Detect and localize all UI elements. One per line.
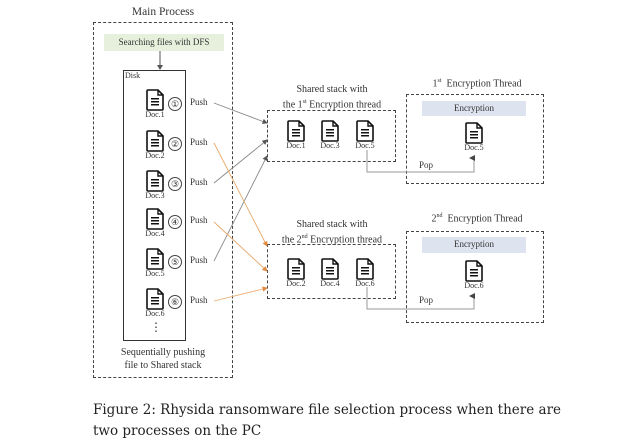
- push-label: Push: [190, 255, 208, 265]
- doc-label: Doc.1: [286, 141, 306, 150]
- disk-doc-1: Doc.1: [145, 89, 165, 119]
- main-process-title: Main Process: [131, 6, 195, 18]
- pop-arrow-thread2: [366, 287, 475, 310]
- doc-label: Doc.5: [145, 269, 165, 278]
- step-number: ①: [168, 97, 182, 111]
- thread2-pop-label: Pop: [419, 295, 434, 305]
- disk-doc-4: Doc.4: [145, 208, 165, 238]
- stack2-title: Shared stack with the 2nd Encryption thr…: [262, 218, 402, 246]
- disk-doc-3: Doc.3: [145, 170, 165, 200]
- stack2-doc: Doc.6: [355, 258, 375, 288]
- stack2-doc: Doc.2: [286, 258, 306, 288]
- search-to-disk-arrow: [157, 51, 163, 70]
- disk-doc-6: Doc.6: [145, 288, 165, 318]
- stack2-title-line2: the 2nd Encryption thread: [281, 234, 383, 246]
- encryption-thread-2: [406, 231, 544, 323]
- stack1-doc: Doc.1: [286, 120, 306, 150]
- disk-box: [123, 70, 186, 341]
- doc-label: Doc.2: [286, 279, 306, 288]
- figure-caption: Figure 2: Rhysida ransomware file select…: [93, 400, 563, 442]
- push-label: Push: [190, 137, 208, 147]
- search-dfs-box: Searching files with DFS: [104, 34, 224, 51]
- push-arrow-doc1: [213, 102, 268, 124]
- doc-label: Doc.3: [145, 191, 165, 200]
- push-arrow-doc4: [213, 221, 268, 272]
- stack1-title-line1: Shared stack with: [296, 84, 368, 95]
- push-label: Push: [190, 97, 208, 107]
- stack2-doc: Doc.4: [320, 258, 340, 288]
- footer-line-1: Sequentially pushing: [120, 347, 206, 358]
- thread1-encryption-bar: Encryption: [422, 101, 526, 116]
- disk-doc-2: Doc.2: [145, 130, 165, 160]
- main-process-footer: Sequentially pushing file to Shared stac…: [93, 346, 233, 372]
- doc-label: Doc.3: [320, 141, 340, 150]
- step-number: ⑥: [168, 295, 182, 309]
- push-arrow-doc2: [213, 142, 268, 247]
- doc-label: Doc.2: [145, 151, 165, 160]
- pop-arrow-thread1: [366, 150, 475, 173]
- stack1-doc: Doc.3: [320, 120, 340, 150]
- doc-label: Doc.4: [145, 229, 165, 238]
- disk-label: Disk: [125, 71, 141, 80]
- step-number: ②: [168, 137, 182, 151]
- push-label: Push: [190, 215, 208, 225]
- main-process-box: [93, 22, 233, 378]
- doc-label: Doc.6: [464, 281, 484, 290]
- thread2-doc: Doc.6: [464, 260, 484, 290]
- step-number: ④: [168, 215, 182, 229]
- caption-line-2: two processes on the PC: [93, 423, 262, 439]
- doc-label: Doc.1: [145, 110, 165, 119]
- thread1-pop-label: Pop: [419, 160, 434, 170]
- footer-line-2: file to Shared stack: [124, 360, 202, 371]
- encryption-thread-1: [406, 94, 544, 184]
- thread1-title: 1st Encryption Thread: [432, 78, 522, 90]
- push-label: Push: [190, 295, 208, 305]
- step-number: ⑤: [168, 255, 182, 269]
- push-arrow-doc5: [213, 155, 268, 262]
- thread2-encryption-bar: Encryption: [422, 237, 526, 253]
- doc-label: Doc.6: [355, 279, 375, 288]
- stack1-doc: Doc.5: [355, 120, 375, 150]
- doc-label: Doc.6: [145, 309, 165, 318]
- push-label: Push: [190, 177, 208, 187]
- disk-doc-5: Doc.5: [145, 248, 165, 278]
- doc-label: Doc.4: [320, 279, 340, 288]
- more-ellipsis: ⋮: [150, 320, 162, 334]
- doc-label: Doc.5: [464, 143, 484, 152]
- shared-stack-1: [267, 110, 396, 162]
- thread2-title: 2nd Encryption Thread: [431, 213, 523, 225]
- caption-line-1: Figure 2: Rhysida ransomware file select…: [93, 402, 562, 418]
- thread1-doc: Doc.5: [464, 122, 484, 152]
- stack1-title-line2: the 1st Encryption thread: [282, 99, 382, 111]
- push-arrow-doc6: [213, 286, 268, 302]
- stack1-title: Shared stack with the 1st Encryption thr…: [262, 83, 402, 111]
- doc-label: Doc.5: [355, 141, 375, 150]
- step-number: ③: [168, 177, 182, 191]
- stack2-title-line1: Shared stack with: [296, 219, 368, 230]
- push-arrow-doc3: [213, 139, 268, 184]
